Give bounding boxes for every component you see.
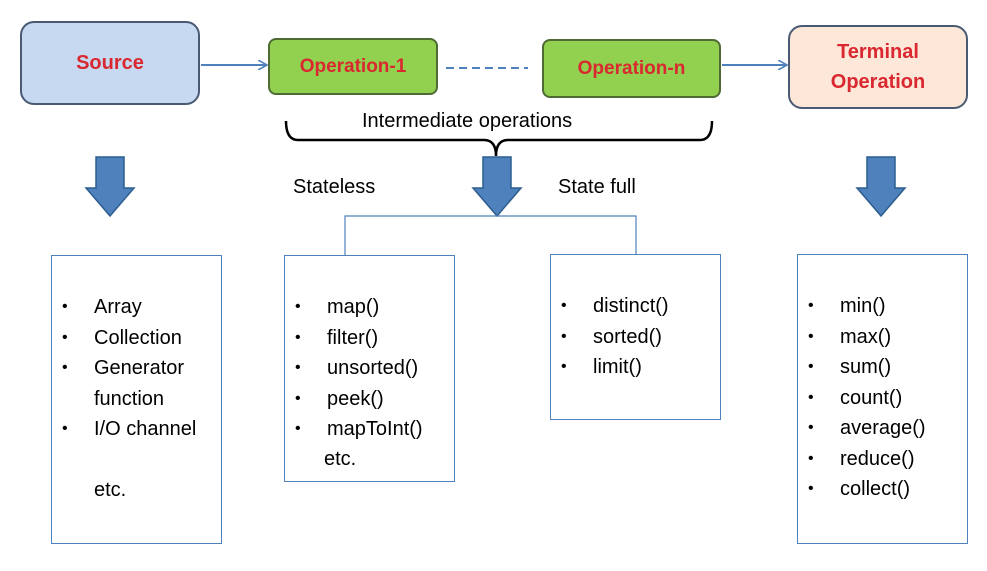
list-item: • peek() [295,384,450,415]
list-item: • collect() [808,474,963,505]
list-item-text: max() [840,325,892,348]
list-item: • unsorted() [295,353,450,384]
list-item-text: filter() [327,326,379,349]
operation-n-label: Operation-n [577,57,686,79]
stateless-operations-list: • map() • filter() • unsorted() • peek() • ma… [295,292,450,445]
list-item-text: mapToInt() [327,418,423,440]
list-item-text: Array [94,296,142,318]
terminal-operations-list: • min() • max() • sum() • count() • average()… [808,291,963,505]
list-item-text: distinct() [593,295,669,317]
terminal-label-line1: Terminal [837,41,919,63]
statefull-label: State full [558,176,636,198]
terminal-operations-box: • min() • max() • sum() • count() • average()… [797,254,968,544]
bullet-icon: • [62,420,68,437]
statefull-operations-box: • distinct() • sorted() • limit() [550,254,721,420]
list-item: • filter() [295,323,450,354]
list-item: • Array [62,292,217,323]
list-item-text: I/O channel [94,418,197,440]
list-item-text: limit() [593,356,642,378]
bullet-icon: • [62,298,68,315]
list-item-text: min() [840,295,886,317]
list-item: • count() [808,383,963,414]
list-item: • mapToInt() [295,414,450,445]
intermediate-brace [284,120,714,157]
list-item: • Generator function [62,353,217,414]
bullet-icon: • [808,388,814,406]
bullet-icon: • [561,358,567,375]
source-examples-list: • Array • Collection • Generator function •… [62,292,217,445]
bullet-icon: • [561,327,567,345]
bullet-icon: • [62,359,68,376]
source-etc-text: etc. [94,479,127,501]
bullet-icon: • [561,297,567,314]
list-item-text: count() [840,386,903,409]
bullet-icon: • [808,358,814,375]
list-item: • average() [808,413,963,444]
bullet-icon: • [808,297,814,314]
stateless-etc-text: etc. [324,448,357,470]
stateless-statefull-split-connector [344,215,637,255]
bullet-icon: • [295,359,301,376]
bullet-icon: • [295,328,301,346]
operation-1-node: Operation-1 [268,38,438,95]
list-item: • I/O channel [62,414,217,445]
down-arrow-intermediate [471,156,523,218]
list-item-text: peek() [327,387,384,410]
list-item: • max() [808,322,963,353]
list-item-text: Collection [94,326,182,349]
list-item: • sorted() [561,322,716,353]
bullet-icon: • [808,449,814,467]
terminal-operation-node: Terminal Operation [788,25,968,109]
list-item: • limit() [561,352,716,383]
bullet-icon: • [295,389,301,407]
list-item-text: unsorted() [327,357,419,379]
list-item: • distinct() [561,291,716,322]
list-item-text: sum() [840,356,892,378]
list-item-text: Generator function [94,357,185,410]
intermediate-operations-label: Intermediate operations [362,110,573,132]
stateless-operations-box: • map() • filter() • unsorted() • peek() • ma… [284,255,455,482]
bullet-icon: • [295,420,301,437]
list-item: • sum() [808,352,963,383]
operation-n-node: Operation-n [542,39,721,98]
list-item: • map() [295,292,450,323]
bullet-icon: • [808,419,814,436]
statefull-operations-list: • distinct() • sorted() • limit() [561,291,716,383]
operation-1-label: Operation-1 [299,55,407,77]
stateless-label: Stateless [293,176,376,198]
list-item-text: average() [840,417,926,439]
bullet-icon: • [808,480,814,497]
list-item-text: reduce() [840,447,915,470]
down-arrow-terminal [855,156,907,218]
list-item-text: sorted() [593,325,662,348]
down-arrow-source [84,156,136,218]
source-node: Source [20,21,200,105]
terminal-label-line2: Operation [830,71,926,93]
list-item: • reduce() [808,444,963,475]
list-item: • Collection [62,323,217,354]
list-item-text: map() [327,296,380,318]
bullet-icon: • [62,328,68,346]
list-item-text: collect() [840,478,911,500]
source-node-label: Source [76,51,144,74]
bullet-icon: • [295,298,301,315]
bullet-icon: • [808,327,814,345]
list-item: • min() [808,291,963,322]
source-examples-box: • Array • Collection • Generator function •… [51,255,222,544]
